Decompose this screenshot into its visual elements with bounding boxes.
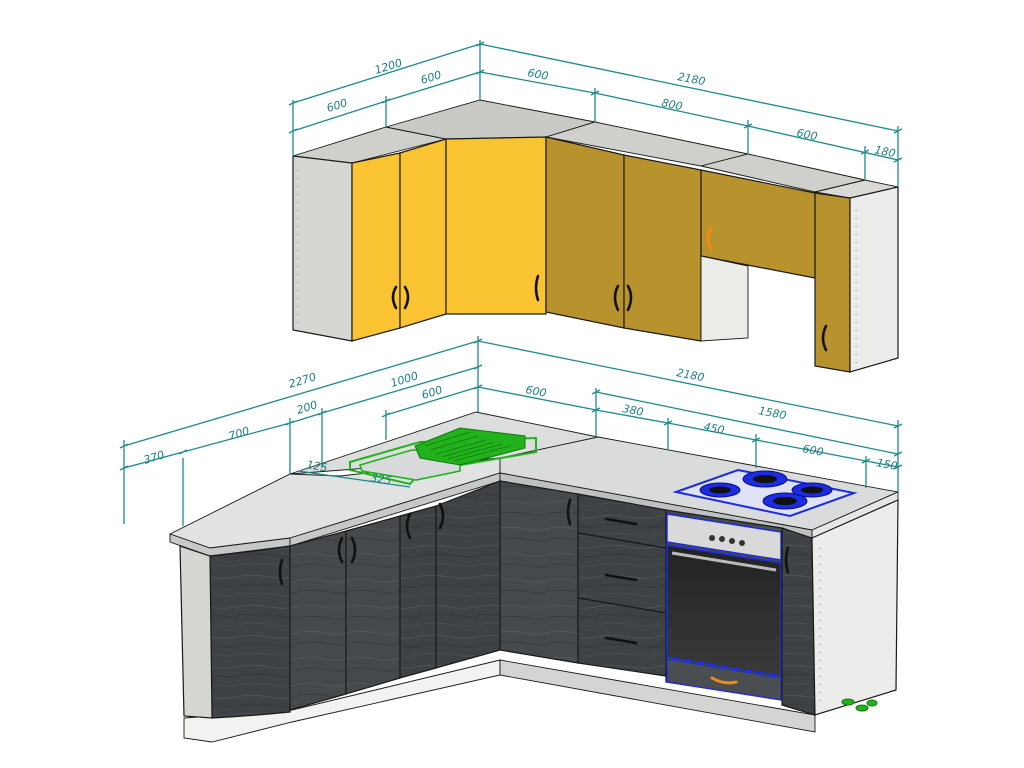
- upper-hood-underside: [700, 255, 749, 342]
- handle-icon[interactable]: [784, 546, 790, 574]
- oven-knob[interactable]: [709, 535, 715, 541]
- dim-label: 600: [524, 383, 547, 400]
- lower-end-left: [179, 545, 213, 719]
- lower-cabinets: [168, 411, 900, 743]
- dim-label: 600: [420, 383, 444, 402]
- handle-icon[interactable]: [604, 573, 638, 582]
- dim-label: 450: [702, 420, 725, 437]
- handle-icon[interactable]: [821, 324, 828, 352]
- handle-icon[interactable]: [604, 517, 638, 526]
- oven-knob[interactable]: [729, 538, 735, 544]
- upper-door-right-1[interactable]: [545, 136, 625, 329]
- plinth-left: [183, 659, 501, 743]
- dimensions-lower: 2270 1000 600 200 700 370 600 2180 380 1…: [119, 336, 903, 526]
- handle-icon[interactable]: [438, 502, 445, 530]
- handle-icon[interactable]: [613, 284, 620, 312]
- dim-label: 180: [873, 143, 896, 160]
- handle-icon[interactable]: [604, 636, 638, 645]
- lower-door-corner[interactable]: [499, 480, 579, 664]
- handle-icon[interactable]: [350, 536, 357, 564]
- dim-label: 600: [419, 68, 443, 87]
- hob-icon[interactable]: [672, 468, 858, 518]
- oven-icon[interactable]: [666, 513, 782, 701]
- hob-frame: [672, 468, 858, 518]
- lower-door-4[interactable]: [435, 480, 501, 669]
- dim-label: 600: [325, 96, 349, 115]
- handle-icon[interactable]: [534, 274, 540, 302]
- dim-label: 325: [369, 471, 392, 487]
- dim-label: 1000: [389, 369, 420, 390]
- lower-end-right: [811, 499, 899, 716]
- handle-icon[interactable]: [337, 536, 344, 564]
- dim-label: 600: [795, 126, 818, 143]
- upper-cabinets: [292, 99, 899, 373]
- dim-label: 2270: [287, 370, 318, 391]
- oven-door-handle[interactable]: [671, 551, 777, 572]
- dim-label: 600: [801, 442, 824, 459]
- sink-drainboard[interactable]: [414, 427, 526, 466]
- lower-door-curved[interactable]: [209, 545, 291, 719]
- oven-drawer-handle[interactable]: [710, 676, 738, 685]
- oven-drawer[interactable]: [666, 658, 782, 701]
- dim-label: 700: [227, 424, 251, 443]
- upper-door-corner[interactable]: [445, 136, 547, 315]
- dim-label: 600: [526, 66, 549, 83]
- handle-icon[interactable]: [405, 512, 412, 540]
- upper-door-left-1[interactable]: [351, 152, 401, 342]
- oven-door[interactable]: [666, 544, 782, 677]
- upper-door-end[interactable]: [814, 192, 851, 373]
- plinth-right: [499, 659, 816, 733]
- dimensions-upper: 1200 600 600 600 2180 800 600 180: [288, 40, 903, 187]
- handle-icon[interactable]: [391, 285, 398, 310]
- upper-right-side: [849, 186, 899, 373]
- dim-label: 2180: [675, 366, 705, 384]
- lower-door-1[interactable]: [289, 530, 347, 711]
- dim-label: 200: [295, 398, 319, 417]
- dim-label: 150: [875, 456, 898, 473]
- handle-icon[interactable]: [566, 498, 572, 526]
- upper-left-side: [292, 155, 353, 342]
- dim-label: 2180: [676, 70, 706, 88]
- sink-icon[interactable]: [349, 427, 537, 486]
- dim-label: 1580: [757, 404, 787, 422]
- upper-door-right-2[interactable]: [623, 154, 702, 342]
- handle-icon[interactable]: [403, 285, 410, 310]
- lower-door-3[interactable]: [399, 505, 437, 679]
- dim-label: 125: [305, 458, 328, 474]
- dim-label: 1200: [373, 56, 404, 77]
- handle-icon[interactable]: [278, 558, 284, 586]
- dim-label: 380: [621, 402, 644, 419]
- handle-icon[interactable]: [626, 284, 633, 312]
- dim-label: 800: [660, 96, 683, 113]
- cabinet-feet: [841, 698, 878, 712]
- handle-icon[interactable]: [706, 226, 713, 251]
- oven-knob[interactable]: [739, 540, 745, 546]
- oven-knob[interactable]: [719, 536, 725, 542]
- dim-label: 370: [142, 448, 166, 467]
